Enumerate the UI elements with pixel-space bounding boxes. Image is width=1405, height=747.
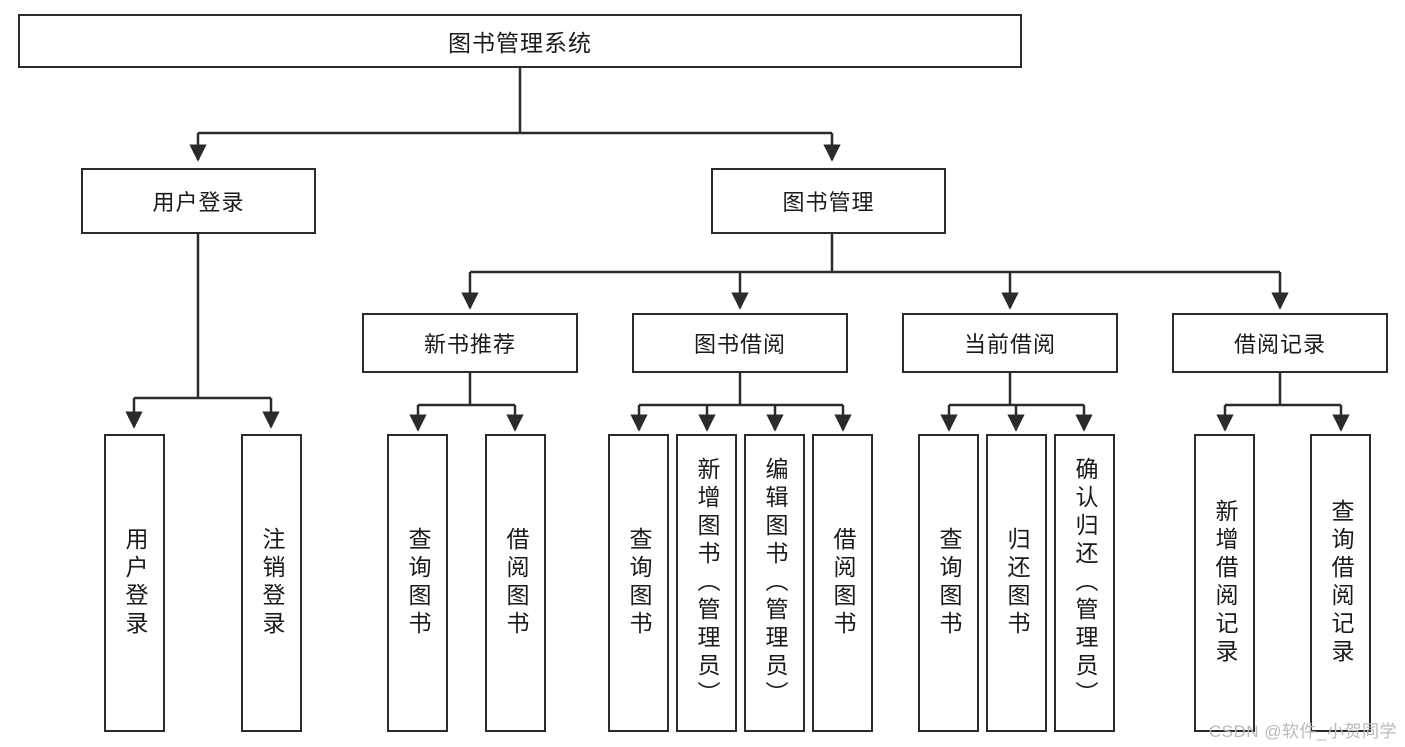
- node-label: 归还图书: [1004, 527, 1030, 639]
- node-leaf-borrow-book[interactable]: 借阅图书: [812, 434, 873, 732]
- node-label: 借阅图书: [830, 527, 856, 639]
- node-label: 注销登录: [259, 527, 285, 639]
- node-label: 用户登录: [152, 190, 245, 215]
- node-label: 借阅记录: [1233, 332, 1326, 357]
- node-leaf-query-book-recommend[interactable]: 查询图书: [387, 434, 448, 732]
- node-leaf-edit-book-admin[interactable]: 编辑图书（管理员）: [744, 434, 805, 732]
- watermark-text: CSDN @软件_小贺同学: [1208, 722, 1397, 741]
- node-label: 图书借阅: [693, 332, 786, 357]
- node-book-borrow[interactable]: 图书借阅: [632, 313, 848, 373]
- node-leaf-borrow-book-recommend[interactable]: 借阅图书: [485, 434, 546, 732]
- node-current-borrow[interactable]: 当前借阅: [902, 313, 1118, 373]
- node-label: 新书推荐: [423, 332, 516, 357]
- node-label: 确认归还（管理员）: [1072, 457, 1098, 709]
- node-borrow-record[interactable]: 借阅记录: [1172, 313, 1388, 373]
- node-label: 查询图书: [626, 527, 652, 639]
- node-label: 新增借阅记录: [1212, 499, 1238, 667]
- node-new-book-recommend[interactable]: 新书推荐: [362, 313, 578, 373]
- node-label: 新增图书（管理员）: [694, 457, 720, 709]
- node-leaf-add-book-admin[interactable]: 新增图书（管理员）: [676, 434, 737, 732]
- node-label: 查询借阅记录: [1328, 499, 1354, 667]
- node-label: 当前借阅: [963, 332, 1056, 357]
- node-leaf-query-borrow-record[interactable]: 查询借阅记录: [1310, 434, 1371, 732]
- node-leaf-return-book[interactable]: 归还图书: [986, 434, 1047, 732]
- node-leaf-user-login[interactable]: 用户登录: [104, 434, 165, 732]
- node-label: 查询图书: [936, 527, 962, 639]
- node-label: 编辑图书（管理员）: [762, 457, 788, 709]
- node-label: 用户登录: [122, 527, 148, 639]
- node-root-book-management-system[interactable]: 图书管理系统: [18, 14, 1022, 68]
- node-label: 图书管理: [782, 190, 875, 215]
- node-book-management[interactable]: 图书管理: [711, 168, 946, 234]
- node-label: 查询图书: [405, 527, 431, 639]
- node-label: 图书管理系统: [448, 30, 592, 56]
- node-user-login[interactable]: 用户登录: [81, 168, 316, 234]
- node-label: 借阅图书: [503, 527, 529, 639]
- node-leaf-confirm-return-admin[interactable]: 确认归还（管理员）: [1054, 434, 1115, 732]
- node-leaf-query-book-borrow[interactable]: 查询图书: [608, 434, 669, 732]
- node-leaf-user-logout[interactable]: 注销登录: [241, 434, 302, 732]
- node-leaf-query-book-current[interactable]: 查询图书: [918, 434, 979, 732]
- node-leaf-add-borrow-record[interactable]: 新增借阅记录: [1194, 434, 1255, 732]
